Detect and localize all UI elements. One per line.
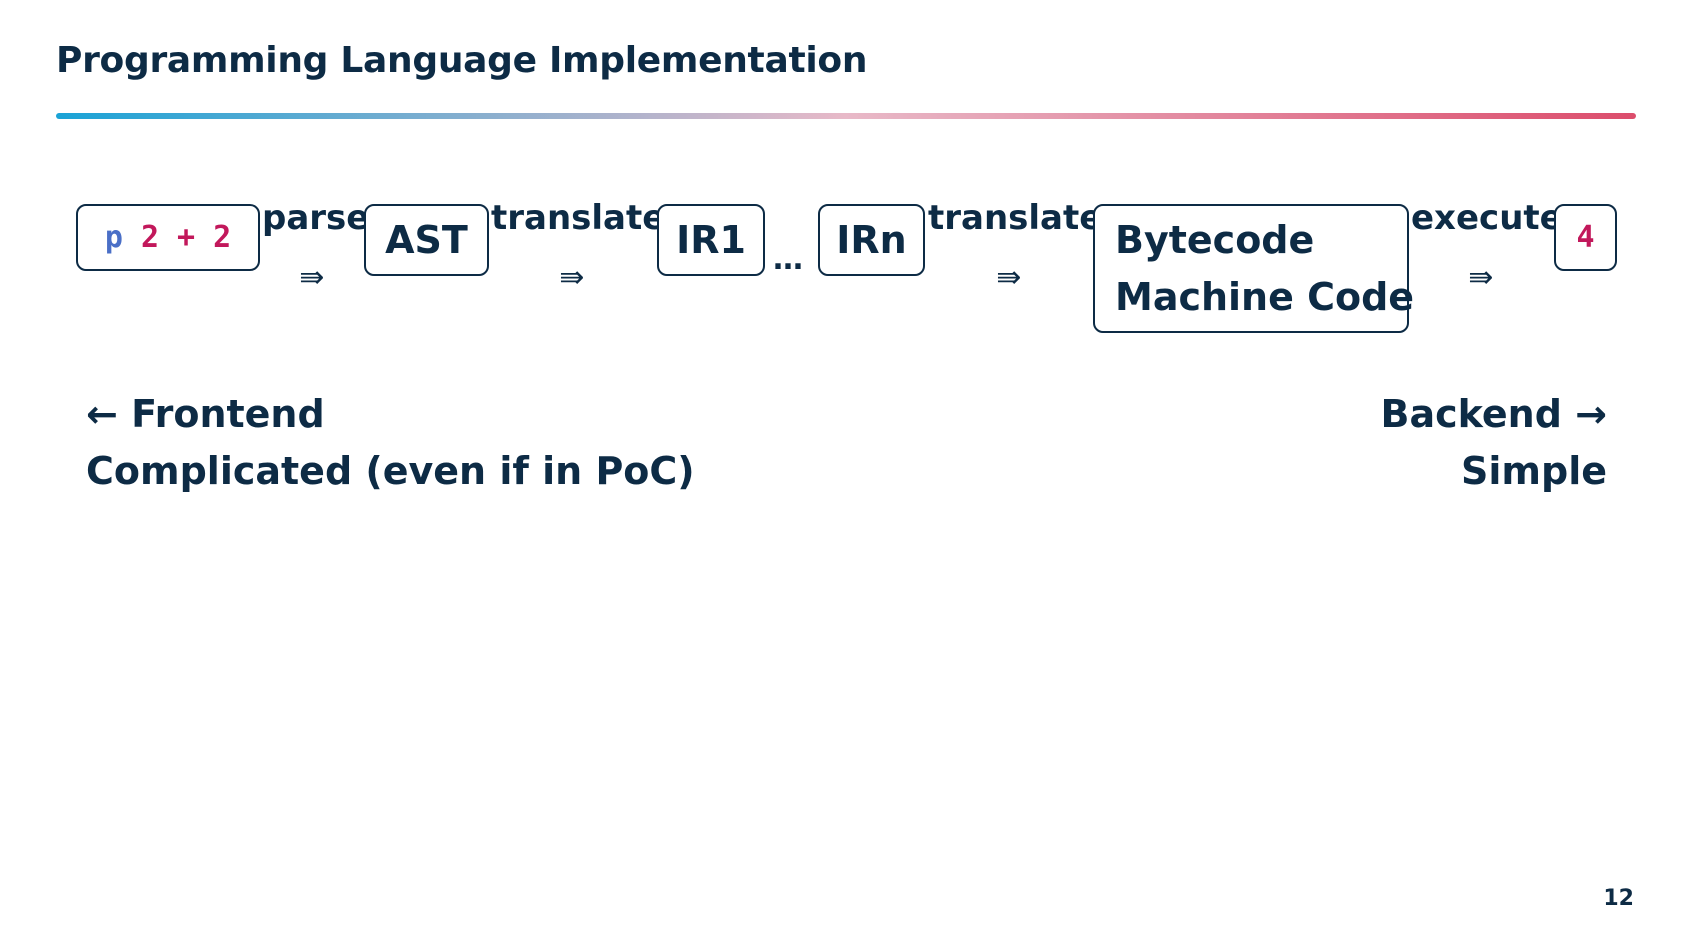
bytecode-label: Bytecode bbox=[1115, 217, 1315, 262]
irn-box: IRn bbox=[818, 204, 925, 276]
step-label-translate-2: translate bbox=[928, 198, 1103, 238]
step-label-parse: parse bbox=[262, 198, 370, 238]
slide-title: Programming Language Implementation bbox=[56, 40, 868, 81]
step-arrow-parse: ⇛ bbox=[299, 260, 325, 295]
step-arrow-execute: ⇛ bbox=[1468, 260, 1494, 295]
step-arrow-translate-1: ⇛ bbox=[559, 260, 585, 295]
code-token-number: 2 bbox=[213, 220, 232, 255]
step-label-translate-1: translate bbox=[491, 198, 666, 238]
ir-ellipsis: … bbox=[773, 242, 803, 277]
ast-box: AST bbox=[364, 204, 489, 276]
frontend-description: Complicated (even if in PoC) bbox=[86, 449, 695, 493]
machine-code-label: Machine Code bbox=[1115, 274, 1415, 319]
code-token-keyword: p bbox=[104, 220, 123, 255]
code-token-operator: + bbox=[177, 220, 196, 255]
source-code-box: p 2 + 2 bbox=[76, 204, 260, 271]
step-label-execute: execute bbox=[1411, 198, 1563, 238]
backend-target-box: Bytecode Machine Code bbox=[1093, 204, 1414, 333]
frontend-label: ← Frontend bbox=[86, 392, 325, 436]
result-box: 4 bbox=[1554, 204, 1617, 271]
page-number: 12 bbox=[1603, 886, 1634, 911]
backend-description: Simple bbox=[1461, 449, 1607, 493]
backend-note: Backend → Simple bbox=[1381, 386, 1607, 500]
code-token-number: 2 bbox=[140, 220, 159, 255]
title-rule bbox=[56, 113, 1636, 119]
ir1-box: IR1 bbox=[657, 204, 765, 276]
backend-label: Backend → bbox=[1380, 392, 1607, 436]
step-arrow-translate-2: ⇛ bbox=[996, 260, 1022, 295]
frontend-note: ← Frontend Complicated (even if in PoC) bbox=[86, 386, 695, 500]
